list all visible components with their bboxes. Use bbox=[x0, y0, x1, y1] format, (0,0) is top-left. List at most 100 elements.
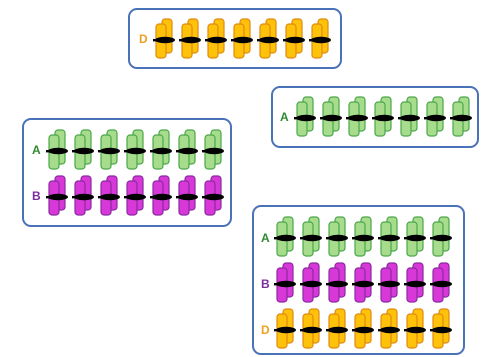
chromosome-pair bbox=[257, 18, 279, 59]
chromosome-pair bbox=[398, 96, 420, 137]
centromere bbox=[432, 234, 452, 242]
chromosome-pair bbox=[300, 308, 322, 349]
centromere bbox=[348, 114, 368, 122]
centromere bbox=[328, 234, 348, 242]
centromere-tick bbox=[424, 117, 428, 120]
centromere bbox=[204, 147, 224, 155]
chromosome-pair bbox=[346, 96, 368, 137]
centromere bbox=[380, 280, 400, 288]
centromere bbox=[406, 234, 426, 242]
centromere-tick bbox=[98, 196, 102, 199]
centromere bbox=[259, 36, 279, 44]
centromere-tick bbox=[205, 39, 209, 42]
centromere bbox=[276, 326, 296, 334]
genome-label-d: D bbox=[139, 32, 148, 46]
chromosome-pair bbox=[98, 175, 120, 216]
centromere bbox=[302, 234, 322, 242]
chromosome-pair bbox=[352, 262, 374, 303]
centromere bbox=[276, 234, 296, 242]
chromosome-pair bbox=[124, 175, 146, 216]
centromere bbox=[380, 234, 400, 242]
chromosome-pair bbox=[231, 18, 253, 59]
centromere-tick bbox=[72, 196, 76, 199]
chromosome-pair bbox=[450, 96, 472, 137]
chromosome-pair bbox=[46, 129, 68, 170]
chromosome-pair bbox=[326, 262, 348, 303]
centromere bbox=[178, 147, 198, 155]
centromere bbox=[276, 280, 296, 288]
genome-label-a: A bbox=[32, 143, 41, 157]
centromere-tick bbox=[372, 117, 376, 120]
centromere bbox=[354, 280, 374, 288]
chromosome-pair bbox=[404, 308, 426, 349]
centromere-tick bbox=[124, 196, 128, 199]
centromere-tick bbox=[346, 117, 350, 120]
chromosome-pair bbox=[430, 308, 452, 349]
chromosome-pair bbox=[326, 216, 348, 257]
centromere bbox=[328, 280, 348, 288]
chromosome-pair bbox=[300, 262, 322, 303]
genome-label-b: B bbox=[32, 189, 41, 203]
centromere-tick bbox=[378, 283, 382, 286]
centromere-tick bbox=[378, 329, 382, 332]
centromere-tick bbox=[202, 150, 206, 153]
chromosome-pair bbox=[202, 129, 224, 170]
centromere bbox=[322, 114, 342, 122]
chromosome-row-d bbox=[274, 308, 453, 349]
centromere-tick bbox=[320, 117, 324, 120]
chromosome-pair bbox=[150, 175, 172, 216]
centromere-tick bbox=[404, 237, 408, 240]
centromere bbox=[400, 114, 420, 122]
centromere-tick bbox=[326, 329, 330, 332]
centromere-tick bbox=[179, 39, 183, 42]
chromosome-pair bbox=[72, 175, 94, 216]
centromere-tick bbox=[300, 329, 304, 332]
centromere bbox=[207, 36, 227, 44]
chromosome-pair bbox=[294, 96, 316, 137]
genome-label-d: D bbox=[261, 323, 270, 337]
chromosome-pair bbox=[430, 262, 452, 303]
centromere-tick bbox=[404, 283, 408, 286]
centromere bbox=[354, 234, 374, 242]
centromere-tick bbox=[176, 196, 180, 199]
centromere bbox=[406, 326, 426, 334]
centromere bbox=[432, 280, 452, 288]
centromere-tick bbox=[202, 196, 206, 199]
chromosome-pair bbox=[309, 18, 331, 59]
centromere-tick bbox=[352, 283, 356, 286]
chromosome-row-a bbox=[274, 216, 453, 257]
centromere-tick bbox=[430, 237, 434, 240]
centromere bbox=[48, 193, 68, 201]
chromosome-row-d bbox=[153, 18, 332, 59]
genome-box-abd: A B D bbox=[252, 205, 465, 355]
chromosome-row-a bbox=[46, 129, 225, 170]
centromere bbox=[285, 36, 305, 44]
centromere-tick bbox=[124, 150, 128, 153]
centromere-tick bbox=[283, 39, 287, 42]
centromere bbox=[100, 147, 120, 155]
chromosome-pair bbox=[404, 262, 426, 303]
centromere-tick bbox=[72, 150, 76, 153]
chromosome-pair bbox=[378, 308, 400, 349]
chromosome-pair bbox=[326, 308, 348, 349]
chromosome-pair bbox=[424, 96, 446, 137]
chromosome-pair bbox=[274, 216, 296, 257]
centromere-tick bbox=[150, 150, 154, 153]
chromosome-pair bbox=[300, 216, 322, 257]
centromere bbox=[204, 193, 224, 201]
chromosome-pair bbox=[378, 262, 400, 303]
centromere bbox=[432, 326, 452, 334]
chromosome-row-b bbox=[274, 262, 453, 303]
centromere bbox=[302, 280, 322, 288]
centromere bbox=[181, 36, 201, 44]
centromere-tick bbox=[378, 237, 382, 240]
centromere-tick bbox=[430, 329, 434, 332]
centromere-tick bbox=[257, 39, 261, 42]
centromere bbox=[74, 147, 94, 155]
chromosome-pair bbox=[320, 96, 342, 137]
centromere bbox=[155, 36, 175, 44]
centromere-tick bbox=[274, 283, 278, 286]
centromere bbox=[126, 147, 146, 155]
centromere-tick bbox=[430, 283, 434, 286]
chromosome-pair bbox=[176, 175, 198, 216]
